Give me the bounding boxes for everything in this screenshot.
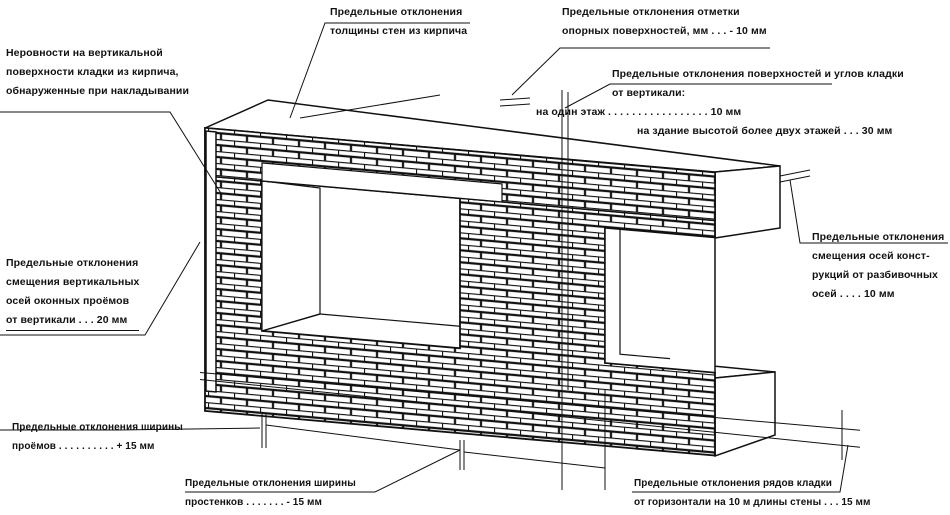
label-opening-width: Предельные отклонения ширины проёмов . .… (12, 418, 183, 456)
label-line: Неровности на вертикальной (6, 47, 163, 59)
label-line: Предельные отклонения (330, 6, 463, 18)
lintel-end-face (714, 165, 781, 239)
base-end-face (714, 371, 776, 458)
label-support-marks: Предельные отклонения отметки опорных по… (562, 3, 767, 41)
label-line: от вертикали . . . 20 мм (6, 311, 140, 331)
label-pier-width: Предельные отклонения ширины простенков … (185, 474, 356, 512)
label-line: осей . . . . 10 мм (812, 288, 895, 300)
label-line: от вертикали: (612, 87, 686, 99)
label-one-floor: на один этаж . . . . . . . . . . . . . .… (536, 106, 742, 118)
door-opening (604, 227, 716, 374)
label-line: смещения осей конст- (812, 250, 930, 262)
label-line: Предельные отклонения (812, 231, 945, 243)
label-line: Предельные отклонения отметки (562, 6, 740, 18)
label-line: от горизонтали на 10 м длины стены . . .… (634, 497, 871, 508)
label-line: поверхности кладки из кирпича, (6, 66, 179, 78)
label-axis-shift: Предельные отклонения смещения осей конс… (812, 228, 944, 304)
label-line: проёмов . . . . . . . . . . + 15 мм (12, 441, 155, 452)
label-line: рукций от разбивочных (812, 269, 938, 281)
label-wall-thickness: Предельные отклонения толщины стен из ки… (330, 3, 467, 41)
label-building: на здание высотой более двух этажей . . … (637, 125, 893, 137)
label-line: обнаруженные при накладывании (6, 85, 190, 97)
label-unevenness: Неровности на вертикальной поверхности к… (6, 44, 189, 101)
label-vertical-deviation: Предельные отклонения поверхностей и угл… (612, 65, 904, 103)
window-reveal (261, 180, 321, 332)
label-line: смещения вертикальных (6, 276, 140, 288)
label-window-axes: Предельные отклонения смещения вертикаль… (6, 254, 140, 331)
label-line: Предельные отклонения ширины (185, 478, 356, 489)
label-line: Предельные отклонения рядов кладки (634, 478, 832, 489)
label-line: простенков . . . . . . . - 15 мм (185, 497, 322, 508)
label-rows-deviation: Предельные отклонения рядов кладки от го… (634, 474, 871, 512)
label-line: Предельные отклонения ширины (12, 422, 183, 433)
label-line: опорных поверхностей, мм . . . - 10 мм (562, 25, 767, 37)
label-line: Предельные отклонения (6, 257, 139, 269)
label-line: осей оконных проёмов (6, 295, 130, 307)
label-line: Предельные отклонения поверхностей и угл… (612, 68, 904, 80)
label-line: толщины стен из кирпича (330, 25, 468, 37)
leader-lines (0, 22, 948, 493)
